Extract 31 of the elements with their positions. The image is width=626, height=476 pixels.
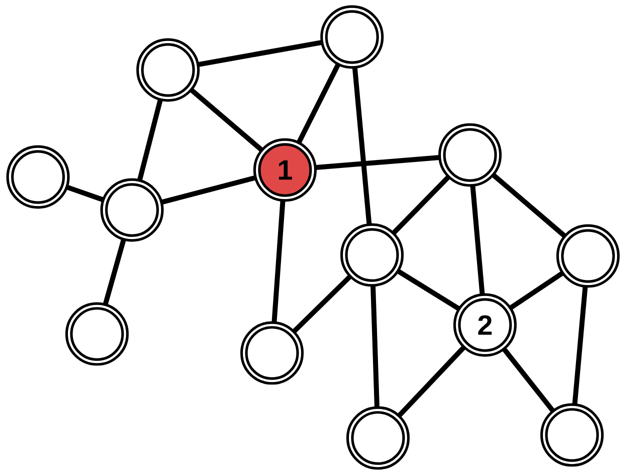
connector-line [102, 238, 126, 306]
connector-line [314, 154, 441, 170]
connector-line [370, 284, 380, 409]
connector-line [396, 344, 467, 418]
connector-line [196, 40, 324, 68]
connector-line [352, 66, 372, 226]
connector-line [136, 98, 164, 182]
connector-line [160, 174, 258, 205]
connector-line [291, 274, 353, 334]
circle-node [65, 302, 129, 366]
circle-node [100, 178, 164, 242]
connector-line [296, 62, 342, 145]
connector-line [390, 174, 452, 236]
connector-line [572, 284, 588, 406]
connector-line [272, 199, 286, 324]
connector-line [508, 270, 566, 311]
circle-node [240, 321, 304, 385]
connector-line [396, 268, 462, 312]
connector-line [501, 346, 556, 414]
circle-node [438, 123, 502, 187]
circle-node [540, 403, 604, 467]
circle-node [556, 224, 620, 288]
connector-line [64, 184, 106, 203]
circle-node [340, 223, 404, 287]
circle-node [346, 406, 410, 470]
circle-node [136, 38, 200, 102]
connector-line [470, 184, 485, 296]
connector-line [490, 172, 568, 239]
connector-line [188, 87, 264, 153]
circle-node [6, 145, 70, 209]
circle-node [320, 5, 384, 69]
